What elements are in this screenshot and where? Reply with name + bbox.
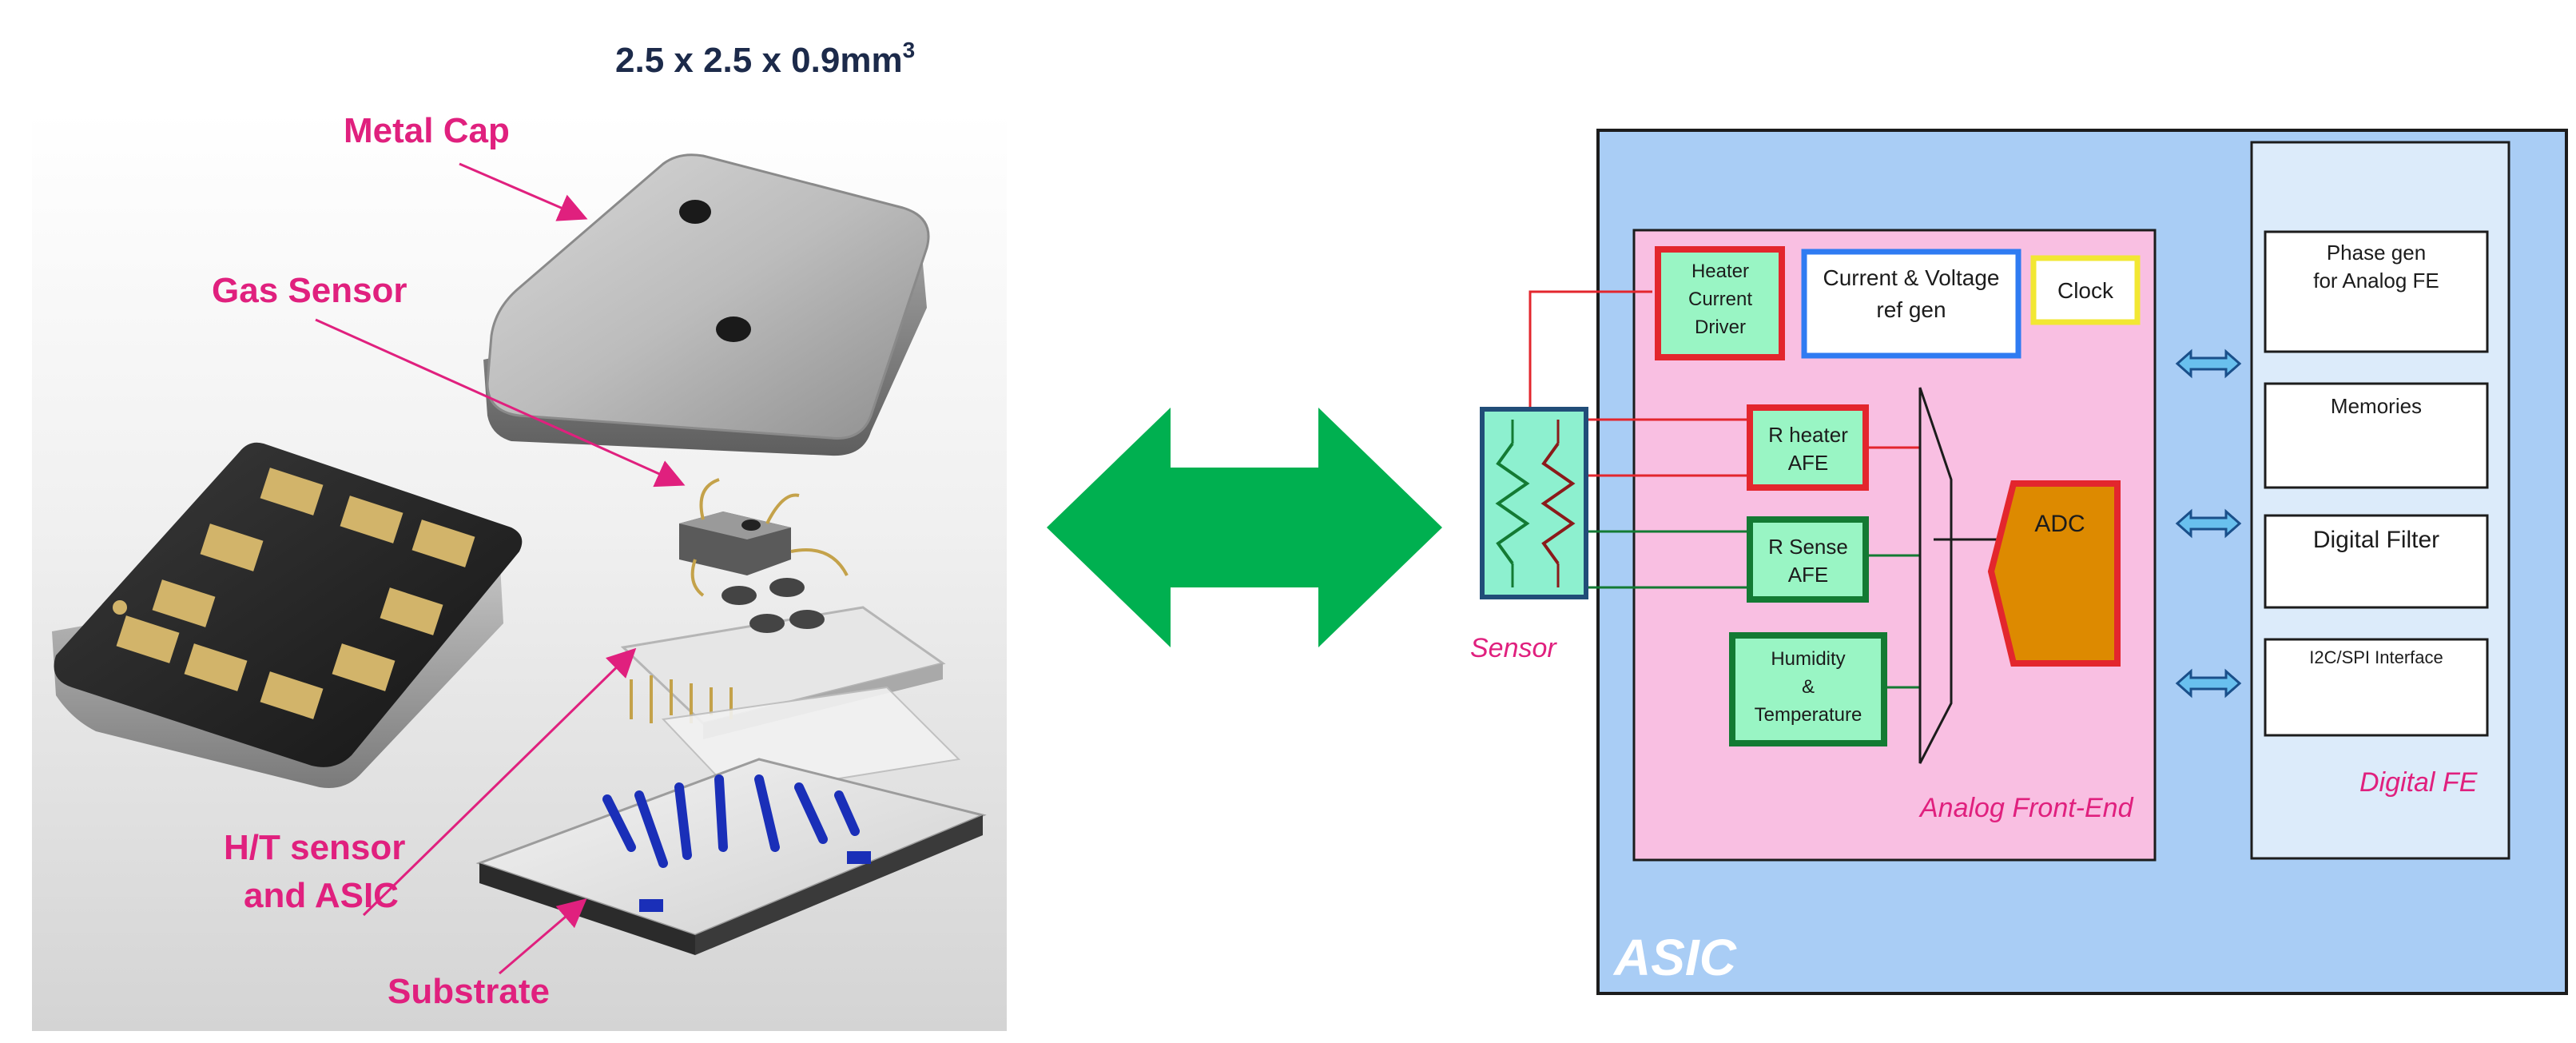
digital-filter-block — [2264, 514, 2489, 609]
cv-ref-gen-line1: Current & Voltage — [1823, 265, 1999, 290]
r-sense-afe-line2: AFE — [1788, 563, 1829, 587]
sensor-label: Sensor — [1470, 633, 1557, 663]
asic-block-diagram: ASIC Analog Front-End Digital FE Heater … — [1470, 129, 2568, 995]
heater-resistor-symbol — [1540, 442, 1576, 565]
gas-sensor-leader — [315, 318, 686, 488]
package-exploded-view: 2.5 x 2.5 x 0.9mm3 — [32, 38, 1007, 1031]
heater-driver-line1: Heater — [1691, 261, 1749, 282]
adc-label: ADC — [2034, 511, 2085, 537]
r-heater-afe-block — [1747, 404, 1869, 491]
clock-block — [2030, 255, 2141, 325]
cv-ref-gen-line2: ref gen — [1876, 297, 1946, 322]
signal-wires — [1529, 290, 2013, 689]
humidity-line2: & — [1802, 676, 1815, 698]
package-dimensions: 2.5 x 2.5 x 0.9mm3 — [615, 38, 915, 80]
ht-sensor-label-line2: and ASIC — [244, 876, 399, 915]
digital-front-end-label: Digital FE — [2359, 767, 2478, 798]
double-arrow-icon — [1047, 408, 1442, 647]
gas-sensor-element — [1480, 407, 1588, 599]
adc-block — [1987, 480, 2121, 667]
heater-current-driver-block — [1655, 246, 1785, 360]
humidity-line3: Temperature — [1755, 704, 1862, 726]
multiplexer — [1918, 387, 1953, 764]
clock-label: Clock — [2057, 278, 2114, 303]
phase-gen-line2: for Analog FE — [2313, 269, 2439, 293]
i2c-spi-interface-block — [2264, 638, 2489, 737]
metal-cap-illustration — [483, 153, 930, 456]
heater-driver-line2: Current — [1688, 289, 1752, 310]
packaged-sensor-illustration — [52, 442, 523, 788]
cv-ref-gen-block — [1801, 249, 2021, 359]
asic-label: ASIC — [1612, 929, 1737, 986]
memories-block — [2264, 382, 2489, 489]
substrate-leader — [499, 898, 587, 975]
ht-sensor-leader — [362, 647, 637, 917]
memories-label: Memories — [2331, 394, 2422, 418]
bus-arrow-icon — [2175, 668, 2242, 699]
bus-arrow-icon — [2175, 508, 2242, 539]
humidity-line1: Humidity — [1771, 648, 1845, 670]
substrate-illustration — [475, 758, 987, 955]
humidity-temperature-block — [1729, 632, 1887, 746]
ht-sensor-label-line1: H/T sensor — [224, 828, 405, 867]
phase-gen-line1: Phase gen — [2327, 241, 2426, 265]
r-sense-afe-line1: R Sense — [1768, 535, 1848, 559]
sense-resistor-symbol — [1495, 442, 1530, 565]
metal-cap-leader — [459, 162, 588, 221]
gas-sensor-label: Gas Sensor — [212, 271, 407, 310]
substrate-label: Substrate — [388, 972, 550, 1011]
r-heater-afe-line2: AFE — [1788, 451, 1829, 475]
gas-sensor-die-illustration — [679, 478, 849, 597]
i2c-spi-interface-label: I2C/SPI Interface — [2309, 647, 2443, 667]
heater-driver-line3: Driver — [1695, 316, 1746, 338]
r-heater-afe-line1: R heater — [1768, 423, 1848, 447]
bus-arrow-icon — [2175, 348, 2242, 379]
bus-arrows — [2175, 348, 2242, 699]
digital-filter-label: Digital Filter — [2313, 527, 2439, 553]
r-sense-afe-block — [1747, 516, 1869, 603]
phase-gen-block — [2264, 230, 2489, 353]
analog-front-end-label: Analog Front-End — [1918, 793, 2134, 823]
metal-cap-label: Metal Cap — [344, 111, 510, 150]
